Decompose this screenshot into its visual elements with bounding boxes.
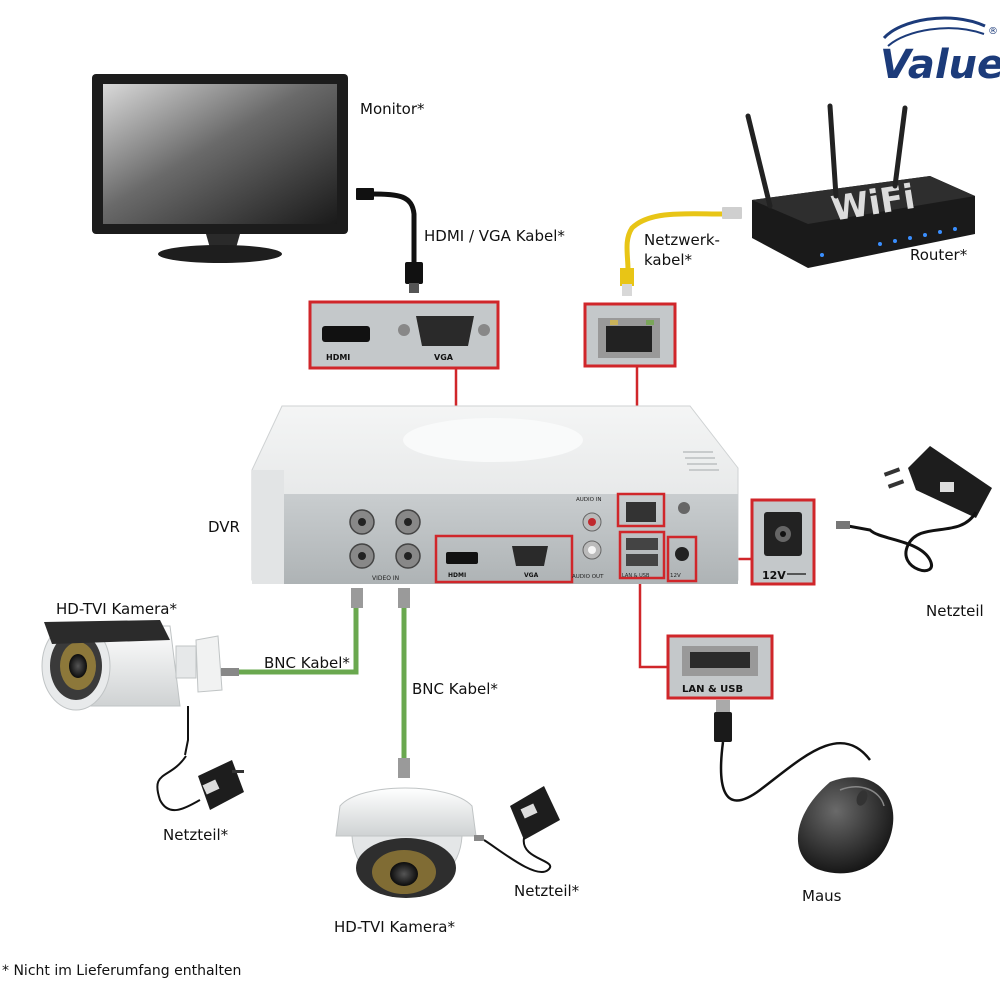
brand-logo: Value ®	[880, 16, 1000, 88]
dvr-psu-label: Netzteil	[926, 602, 984, 620]
bullet-camera-label: HD-TVI Kamera*	[56, 600, 177, 618]
bnc-cable-1-label: BNC Kabel*	[264, 654, 350, 672]
router-label: Router*	[910, 246, 968, 264]
camera2-psu-label: Netzteil*	[514, 882, 580, 900]
svg-text:12V: 12V	[762, 569, 786, 582]
network-cable-label-line1: Netzwerk-	[644, 231, 720, 249]
svg-text:VGA: VGA	[434, 353, 454, 362]
bullet-camera	[41, 620, 239, 756]
hdmi-vga-cable-label: HDMI / VGA Kabel*	[424, 227, 565, 245]
monitor	[92, 74, 348, 263]
network-cable-label-line2: kabel*	[644, 251, 693, 269]
svg-text:Value: Value	[880, 42, 1000, 88]
bnc-cable-2	[398, 588, 410, 778]
mouse	[714, 700, 894, 874]
mouse-label: Maus	[802, 887, 842, 905]
dvr-label: DVR	[208, 518, 240, 536]
hdmi-vga-callout: HDMI VGA	[308, 300, 500, 370]
svg-text:®: ®	[988, 26, 998, 37]
camera2-power-supply	[474, 786, 560, 873]
camera1-psu-label: Netzteil*	[163, 826, 229, 844]
hdmi-cable	[356, 188, 423, 293]
dvr-power-supply	[836, 446, 992, 573]
lan-usb-callout: LAN & USB	[666, 634, 774, 700]
svg-text:HDMI: HDMI	[326, 353, 350, 362]
svg-text:HDMI: HDMI	[448, 572, 466, 579]
router: WiFi	[745, 103, 975, 268]
network-cable	[620, 207, 742, 296]
power-callout: 12V	[750, 498, 816, 586]
rj45-callout	[583, 302, 677, 368]
camera1-power-supply	[156, 755, 244, 812]
dvr: VIDEO IN HDMI VGA AUDIO IN AUDIO OUT LAN…	[251, 405, 739, 584]
bnc-cable-1	[239, 588, 363, 675]
svg-text:12V: 12V	[670, 573, 681, 579]
svg-text:LAN & USB: LAN & USB	[622, 573, 650, 579]
svg-text:AUDIO IN: AUDIO IN	[576, 497, 601, 503]
bnc-cable-2-label: BNC Kabel*	[412, 680, 498, 698]
dome-camera-label: HD-TVI Kamera*	[334, 918, 455, 936]
dome-camera	[335, 787, 477, 898]
svg-text:VIDEO IN: VIDEO IN	[372, 575, 399, 582]
svg-text:AUDIO OUT: AUDIO OUT	[572, 574, 604, 580]
monitor-label: Monitor*	[360, 100, 425, 118]
footnote: * Nicht im Lieferumfang enthalten	[2, 963, 242, 979]
svg-text:LAN & USB: LAN & USB	[682, 684, 743, 695]
network-cable-label: Netzwerk- kabel*	[644, 230, 720, 270]
svg-text:VGA: VGA	[524, 572, 539, 579]
